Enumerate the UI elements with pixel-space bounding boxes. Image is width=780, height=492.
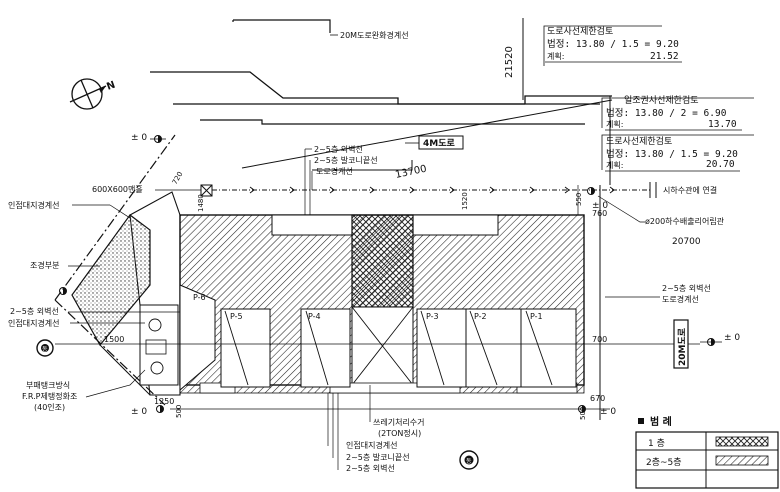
road-limit-1-plan: 계획: bbox=[547, 51, 564, 61]
label-city-sewer: 시하수관에 연결 bbox=[663, 185, 717, 195]
svg-text:500: 500 bbox=[579, 407, 587, 420]
label-waste-2: (2TON정시) bbox=[378, 428, 421, 438]
road-limit-check-2: 도로사선제한검토 법정: 13.80 / 1.5 = 9.20 계획: 20.7… bbox=[601, 134, 754, 172]
road-limit-1-title: 도로사선제한검토 bbox=[547, 25, 613, 37]
svg-text:670: 670 bbox=[590, 394, 605, 403]
label-wall-2-5: 2~5층 외벽선 bbox=[314, 144, 363, 154]
parking-p1: P-1 bbox=[530, 312, 543, 321]
road-4m-tag: 4M도로 bbox=[405, 135, 464, 150]
svg-text:± 0: ± 0 bbox=[131, 407, 147, 417]
right-leader-labels: 2~5층 외벽선 도로경계선 bbox=[599, 185, 711, 420]
label-adjacent-boundary-left: 인접대지경계선 bbox=[8, 318, 60, 328]
site-boundary bbox=[54, 134, 181, 406]
svg-text:720: 720 bbox=[171, 170, 185, 186]
level-mark-right: ± 0 bbox=[700, 333, 740, 346]
svg-text:600X600맨홀: 600X600맨홀 bbox=[92, 184, 143, 194]
label-septic-2: F.R.P제탱정화조 bbox=[22, 391, 77, 401]
direction-symbol-left: 동 bbox=[36, 339, 54, 357]
svg-text:500: 500 bbox=[175, 405, 183, 418]
svg-text:± 0: ± 0 bbox=[131, 133, 147, 143]
sewer-pipe-line: 시하수관에 연결 ø200하수배출리어립관 20700 bbox=[212, 182, 725, 247]
svg-text:± 0: ± 0 bbox=[724, 333, 740, 343]
legend-swatch-1 bbox=[715, 436, 769, 447]
sun-limit-plan: 계획: bbox=[606, 119, 623, 129]
road-limit-2-law: 법정: 13.80 / 1.5 = 9.20 bbox=[606, 149, 738, 160]
svg-text:± 0: ± 0 bbox=[600, 407, 616, 417]
parking-area: P-6 P-5 P-4 P-3 P-2 P-1 bbox=[179, 284, 577, 392]
label-20m-road-line: 20M도로완화경계선 bbox=[340, 30, 409, 40]
level-mark-left-mid bbox=[59, 287, 67, 295]
north-label: N bbox=[105, 80, 117, 93]
parking-p6: P-6 bbox=[193, 293, 206, 302]
bottom-leader-labels: 쓰레기처리수거 (2TON정시) 인접대지경계선 2~5층 발코니끝선 2~5층… bbox=[327, 385, 425, 473]
left-leader-labels: 인접대지경계선 조경부분 2~5층 외벽선 인접대지경계선 부패탱크방식 F.R… bbox=[8, 200, 180, 412]
sun-limit-plan-value: 13.70 bbox=[708, 119, 737, 130]
septic-tank bbox=[139, 304, 179, 386]
north-arrow-icon: N bbox=[69, 78, 117, 110]
level-mark-top-right: ± 0 bbox=[587, 187, 608, 211]
level-mark-top-left: ± 0 bbox=[131, 133, 166, 143]
dim-21520: 21520 bbox=[504, 46, 515, 78]
road-limit-check-1: 도로사선제한검토 법정: 13.80 / 1.5 = 9.20 계획: 21.5… bbox=[543, 25, 682, 66]
svg-text:1500: 1500 bbox=[104, 335, 124, 344]
manhole-600: 600X600맨홀 bbox=[92, 184, 213, 197]
label-septic-1: 부패탱크방식 bbox=[26, 380, 70, 390]
svg-text:550: 550 bbox=[575, 193, 583, 206]
parking-p3: P-3 bbox=[426, 312, 439, 321]
svg-text:1520: 1520 bbox=[461, 192, 469, 210]
svg-text:동: 동 bbox=[466, 458, 472, 465]
road-4m-label: 4M도로 bbox=[423, 138, 455, 149]
label-balcony-bottom: 2~5층 발코니끝선 bbox=[346, 452, 410, 462]
label-wall-2-5-left: 2~5층 외벽선 bbox=[10, 306, 59, 316]
label-landscape: 조경부분 bbox=[30, 260, 59, 270]
level-mark-bottom-left: ± 0 bbox=[131, 405, 164, 417]
parking-p2: P-2 bbox=[474, 312, 487, 321]
road-limit-2-plan: 계획: bbox=[606, 160, 623, 170]
legend-row-2-label: 2층~5층 bbox=[646, 457, 682, 468]
legend-swatch-2 bbox=[715, 455, 769, 466]
label-wall-bottom: 2~5층 외벽선 bbox=[346, 463, 395, 473]
sun-limit-title: 일조권사선제한검토 bbox=[624, 94, 699, 106]
legend-title: 범 례 bbox=[650, 415, 672, 428]
svg-text:1250: 1250 bbox=[154, 397, 174, 406]
direction-symbol-bottom: 동 bbox=[459, 450, 479, 470]
label-septic-3: (40인조) bbox=[34, 402, 65, 412]
road-20m-label: 20M도로 bbox=[677, 327, 688, 366]
dim-20700: 20700 bbox=[672, 237, 701, 247]
label-pipe-200: ø200하수배출리어립관 bbox=[645, 216, 725, 226]
label-adjacent-boundary-bottom: 인접대지경계선 bbox=[346, 440, 398, 450]
label-adjacent-boundary: 인접대지경계선 bbox=[8, 200, 60, 210]
road-limit-2-title: 도로사선제한검토 bbox=[606, 135, 672, 147]
sun-limit-check: 일조권사선제한검토 법정: 13.80 / 2 = 6.90 계획: 13.70 bbox=[601, 94, 754, 131]
label-wall-right: 2~5층 외벽선 bbox=[662, 283, 711, 293]
sun-limit-law: 법정: 13.80 / 2 = 6.90 bbox=[606, 108, 727, 119]
road-limit-1-plan-value: 21.52 bbox=[650, 51, 679, 62]
parking-p4: P-4 bbox=[308, 312, 321, 321]
setback-lines bbox=[150, 18, 613, 185]
dim-13700: 13700 bbox=[394, 164, 427, 181]
label-road-boundary-right: 도로경계선 bbox=[662, 294, 699, 304]
road-limit-1-law: 법정: 13.80 / 1.5 = 9.20 bbox=[547, 39, 679, 50]
label-balcony-2-5: 2~5층 발코니끝선 bbox=[314, 155, 378, 165]
label-waste-1: 쓰레기처리수거 bbox=[373, 418, 425, 427]
legend-row-1-label: 1 층 bbox=[648, 438, 665, 449]
svg-text:1480: 1480 bbox=[197, 194, 205, 212]
svg-text:동: 동 bbox=[42, 346, 48, 353]
parking-p5: P-5 bbox=[230, 312, 243, 321]
road-limit-2-plan-value: 20.70 bbox=[706, 159, 735, 170]
legend: 범 례 1 층 2층~5층 bbox=[635, 415, 779, 489]
label-road-boundary: 도로경계선 bbox=[316, 166, 353, 176]
road-20m-tag: 20M도로 bbox=[673, 319, 689, 369]
